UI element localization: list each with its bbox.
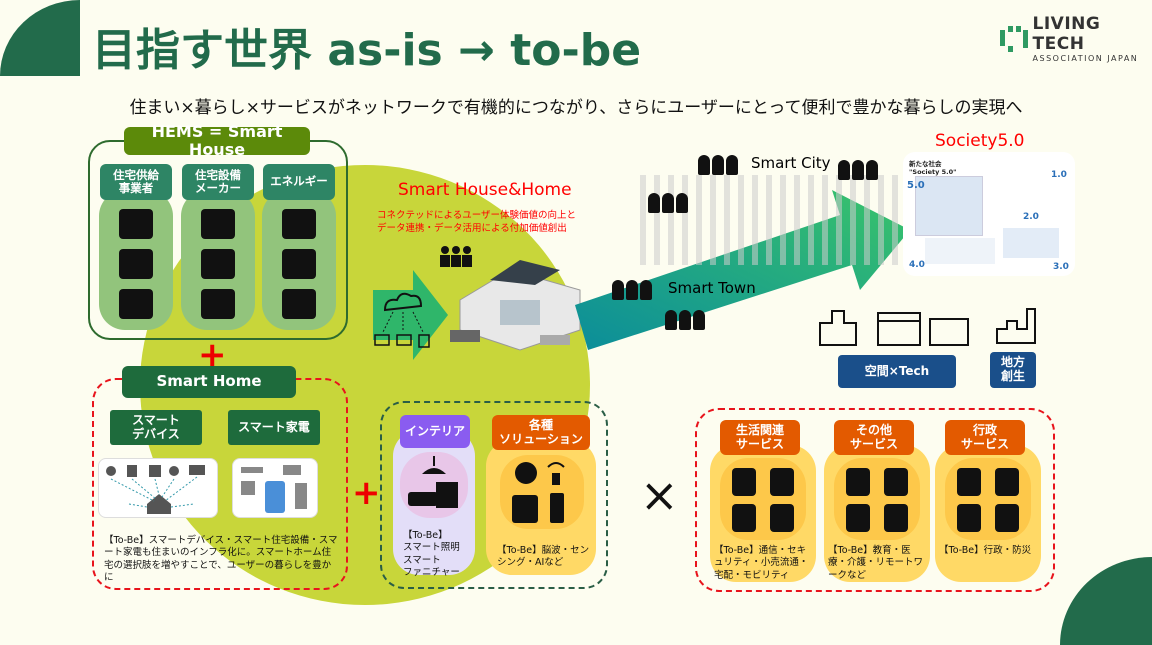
- hems-column-header: エネルギー: [263, 164, 335, 200]
- society-diagram: 新たな社会 "Society 5.0" 5.0 1.0 2.0 3.0 4.0: [903, 152, 1075, 276]
- corner-decoration: [0, 0, 80, 76]
- interior-icon-bg: [400, 452, 468, 518]
- lamp-sofa-icon: [408, 456, 458, 508]
- smart-house-home-description: コネクテッドによるユーザー体験価値の向上と データ連携・データ活用による付加価値…: [377, 210, 577, 234]
- hems-column: [99, 190, 173, 330]
- people-group-icon: [665, 310, 705, 330]
- times-sign: ×: [640, 468, 679, 522]
- service-icon: [884, 504, 908, 532]
- people-group-icon: [612, 280, 652, 300]
- interior-description: 【To-Be】 スマート照明 スマート ファニチャー: [403, 530, 460, 579]
- water-heater-icon: [201, 249, 235, 279]
- smart-appliance-button: スマート家電: [228, 410, 320, 445]
- smart-home-description: 【To-Be】スマートデバイス・スマート住宅設備・スマート家電も住まいのインフラ…: [104, 535, 338, 584]
- hems-column-header: 住宅供給 事業者: [100, 164, 172, 200]
- service-icon: [770, 504, 794, 532]
- stage-label: 5.0: [907, 180, 925, 191]
- hems-label: HEMS = Smart House: [124, 122, 310, 159]
- space-tech-label: 空間×Tech: [838, 355, 956, 388]
- stage-label: 1.0: [1051, 170, 1067, 180]
- interior-solutions-box: [380, 401, 608, 589]
- service-icons: [945, 458, 1031, 540]
- services-box: [695, 408, 1055, 592]
- computer-user-icon: [119, 209, 153, 239]
- service-icon: [732, 468, 756, 496]
- service-description: 【To-Be】通信・セキュリティ・小売流通・宅配・モビリティ: [714, 545, 809, 581]
- service-description: 【To-Be】行政・防災: [939, 545, 1032, 556]
- solutions-description: 【To-Be】脳波・センシング・AIなど: [497, 545, 590, 569]
- service-label: 行政 サービス: [945, 420, 1025, 455]
- factory-icon: [996, 308, 1036, 344]
- service-icon: [732, 504, 756, 532]
- logo-name: LIVING TECH: [1032, 14, 1101, 54]
- logo-mark-icon: [1000, 25, 1028, 52]
- smart-device-button: スマート デバイス: [110, 410, 202, 445]
- air-conditioner-icon: [201, 289, 235, 319]
- hems-column: [181, 190, 255, 330]
- corner-decoration: [1060, 557, 1152, 645]
- subtitle: 住まい×暮らし×サービスがネットワークで有機的につながり、さらにユーザーにとって…: [129, 98, 1023, 118]
- service-icons: [834, 458, 920, 540]
- kitchen-sink-icon: [201, 209, 235, 239]
- hems-column: [262, 190, 336, 330]
- hems-column-header: 住宅設備 メーカー: [182, 164, 254, 200]
- society-3-image: [1003, 228, 1059, 258]
- cloud-network-arrow-icon: [373, 270, 448, 360]
- faucet-icon: [282, 209, 316, 239]
- people-group-icon: [838, 160, 878, 180]
- service-description: 【To-Be】教育・医療・介護・リモートワークなど: [828, 545, 924, 581]
- smart-home-label: Smart Home: [122, 366, 296, 398]
- building-house-icon: [119, 289, 153, 319]
- service-icon: [957, 504, 981, 532]
- interior-label: インテリア: [400, 415, 470, 448]
- stage-label: 2.0: [1023, 212, 1039, 222]
- regional-revitalization-label: 地方 創生: [990, 352, 1036, 388]
- solutions-icon-bg: [500, 455, 584, 529]
- smart-city-label: Smart City: [751, 154, 831, 172]
- electric-plug-icon: [282, 289, 316, 319]
- page-title: 目指す世界 as-is → to-be: [92, 25, 642, 76]
- society-img-title: 新たな社会 "Society 5.0": [909, 160, 957, 176]
- service-icon: [770, 468, 794, 496]
- plus-sign: +: [352, 473, 381, 513]
- society-4-image: [925, 238, 995, 264]
- service-icon: [957, 468, 981, 496]
- smart-appliance-image: [232, 458, 318, 518]
- service-icon: [884, 468, 908, 496]
- people-group-icon: [648, 193, 688, 213]
- service-icon: [846, 504, 870, 532]
- brain-sensor-chip-phone-icons: [512, 462, 565, 523]
- service-icons: [720, 458, 806, 540]
- stage-label: 4.0: [909, 260, 925, 270]
- solutions-label: 各種 ソリューション: [492, 415, 590, 450]
- logo-sub: ASSOCIATION JAPAN: [1032, 54, 1139, 63]
- smart-house-illustration: [440, 246, 581, 351]
- smart-device-network-image: [98, 458, 218, 518]
- smart-town-label: Smart Town: [668, 279, 756, 297]
- service-icon: [846, 468, 870, 496]
- stage-label: 3.0: [1053, 262, 1069, 272]
- smart-house-home-title: Smart House&Home: [398, 180, 572, 200]
- handshake-icon: [119, 249, 153, 279]
- building-icons: [819, 310, 969, 346]
- service-label: 生活関連 サービス: [720, 420, 800, 455]
- city-illustration: [640, 175, 900, 265]
- service-icon: [995, 468, 1019, 496]
- society-title: Society5.0: [935, 131, 1025, 151]
- society-center-image: [915, 176, 983, 236]
- service-icon: [995, 504, 1019, 532]
- service-label: その他 サービス: [834, 420, 914, 455]
- gas-flame-icon: [282, 249, 316, 279]
- people-group-icon: [698, 155, 738, 175]
